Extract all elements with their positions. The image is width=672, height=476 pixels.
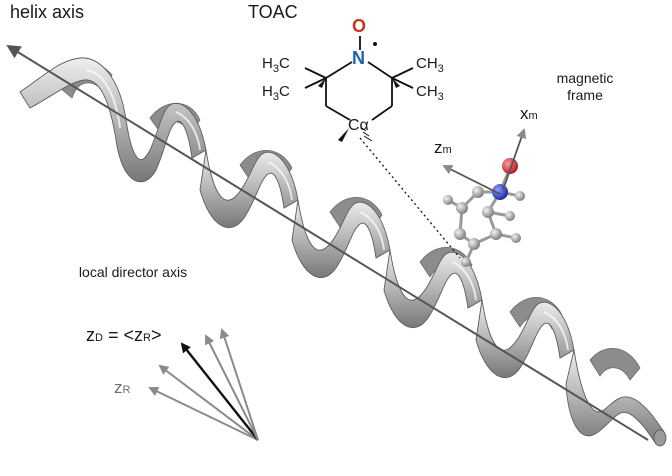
zd-equals: = <z: [102, 325, 143, 345]
zd-equation-label: zD = <zR>: [86, 325, 161, 346]
xm-symbol: x: [520, 104, 529, 123]
methyl-bottom-right: CH3: [416, 83, 444, 103]
nitrogen-atom: N: [352, 48, 365, 68]
zm-subscript: m: [442, 144, 452, 156]
calpha-connector: [359, 137, 461, 259]
zr-symbol: z: [114, 378, 123, 397]
zr-vector-4: [219, 328, 259, 441]
oxygen-atom: O: [352, 16, 366, 36]
magnetic-frame-label: magnetic frame: [556, 70, 614, 103]
xm-axis-arrow: [502, 128, 527, 191]
zm-label: zm: [434, 138, 452, 158]
zr-subscript-avg: R: [142, 332, 151, 344]
helix-axis-label: helix axis: [10, 2, 85, 22]
zr-label: zR: [114, 378, 130, 398]
zd-subscript: D: [95, 332, 103, 344]
xm-label: xm: [520, 104, 538, 124]
helix-axis-arrow: [6, 44, 649, 441]
methyl-top-right: CH3: [416, 55, 444, 75]
zd-vector: [180, 342, 259, 441]
zd-symbol: z: [86, 325, 95, 345]
methyl-top-left: H3C: [262, 55, 290, 75]
director-fan: [148, 328, 259, 441]
local-director-axis-label: local director axis: [78, 264, 188, 280]
xm-subscript: m: [528, 110, 538, 122]
zm-symbol: z: [434, 138, 443, 157]
helix-ribbon: [19, 57, 667, 447]
zd-close: >: [150, 325, 162, 345]
zm-axis-arrow: [442, 165, 501, 195]
zr-vector-3: [205, 334, 259, 441]
zr-vector-1: [148, 386, 259, 441]
toac-label: TOAC: [248, 2, 298, 22]
c-alpha-atom: Cα: [348, 117, 369, 134]
zr-subscript: R: [122, 384, 131, 396]
methyl-bottom-left: H3C: [262, 83, 290, 103]
zr-vector-2: [158, 364, 259, 441]
toac-structure: [304, 36, 414, 142]
